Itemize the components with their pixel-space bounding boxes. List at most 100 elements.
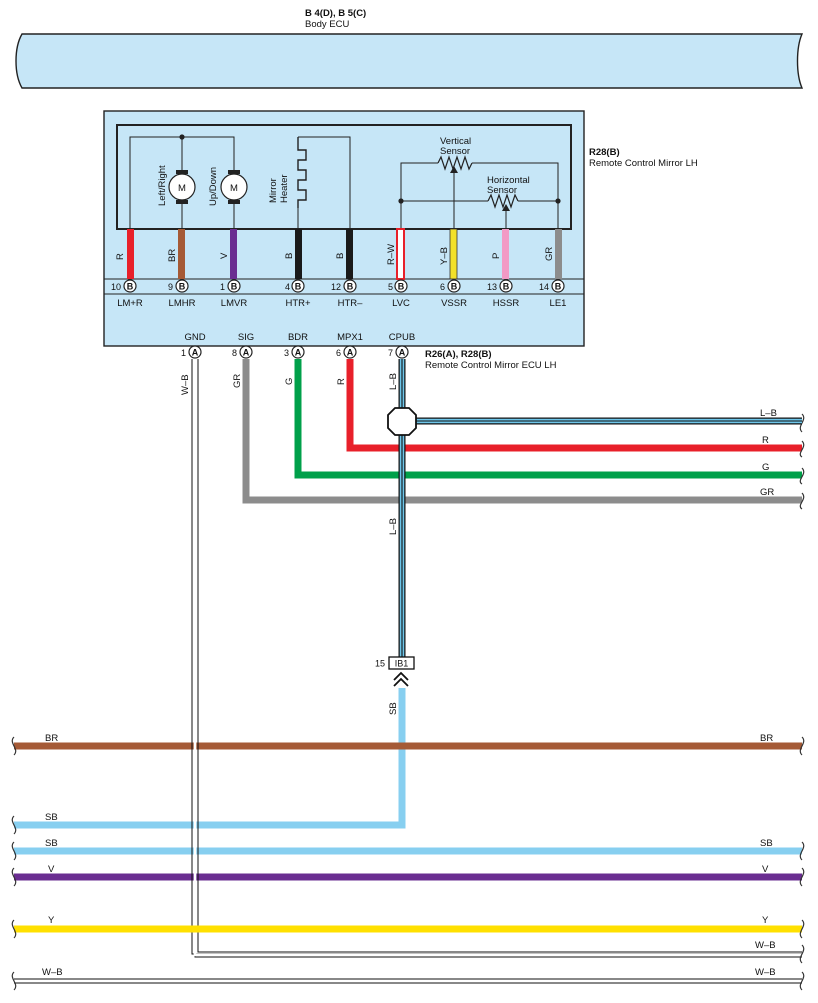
bus-label-g: G [762,462,769,473]
mirror-pin-wires [127,228,562,280]
wire-g-bdr [294,359,802,479]
ecu-pin-name: SIG [238,332,254,343]
pin-lmvr: 1 B LMVR [220,279,248,309]
ecu-pin-name: BDR [288,332,308,343]
bus-right-label: SB [760,838,773,849]
wire-label: BR [167,249,178,262]
wire-sb-ib1 [14,688,406,829]
pin-name: LE1 [550,298,567,309]
vertical-sensor-resistor [437,155,473,171]
wire-r-w [396,228,405,280]
pin-number: 9 [168,282,173,292]
wire-gr-sig [242,359,802,504]
bus-left-label: V [48,864,55,875]
motor-lr-symbol: M [178,183,186,194]
junction-dot [398,198,404,204]
motor-ud-label: Up/Down [208,167,219,206]
bus-right-ends [799,736,805,991]
pin-name: LMVR [221,298,248,309]
pin-connector: A [243,348,250,358]
body-ecu-bar [15,33,804,89]
pin-number: 8 [232,348,237,358]
wire-label: W–B [180,374,191,395]
wire-label: GR [232,374,243,388]
pin-number: 3 [284,348,289,358]
bus-label-lb: L–B [760,408,777,419]
pin-connector: B [503,282,510,292]
pin-number: 4 [285,282,290,292]
right-harness [242,359,802,504]
wire-gr [555,229,562,279]
pin-number: 7 [388,348,393,358]
wire-label: R [115,253,126,260]
bus-label-r: R [762,435,769,446]
horizontal-sensor-label-1: Horizontal [487,175,530,186]
bus-left-label: BR [45,733,58,744]
pin-connector: B [555,282,562,292]
harness-right-ends [799,413,805,510]
wire-b [295,229,302,279]
mirror-heater-element [297,137,307,208]
pin-number: 1 [220,282,225,292]
wire-r [127,229,134,279]
pin-number: 6 [440,282,445,292]
ib1-chevron-icon [393,671,409,681]
pin-number: 1 [181,348,186,358]
horizontal-sensor-label-2: Sensor [487,185,517,196]
bus-right-label: W–B [755,967,776,978]
body-ecu-name: Body ECU [305,19,349,30]
pin-name: LM+R [117,298,143,309]
motor-ud-symbol: M [230,183,238,194]
mirror-pin-row: 10 B LM+R 9 B LMHR 1 B LMVR 4 B HTR+ 12 … [111,279,567,309]
wire-label: GR [544,247,555,261]
pin-connector: A [347,348,354,358]
ib1-name: IB1 [395,659,409,669]
pin-connector: A [192,348,199,358]
wire-p [502,229,509,279]
pin-number: 6 [336,348,341,358]
bus-left-label: SB [45,812,58,823]
wire-label: V [219,252,230,259]
bus-left-label: SB [45,838,58,849]
body-ecu-code: B 4(D), B 5(C) [305,8,366,19]
pin-le1: 14 B LE1 [539,279,567,309]
vertical-sensor-label-1: Vertical [440,136,471,147]
wire-label: B [335,253,346,259]
pin-name: LVC [392,298,410,309]
vertical-sensor-wiper [450,166,458,173]
wire-label: R [336,378,347,385]
motor-left-right: M [168,170,196,204]
pin-lm-r: 10 B LM+R [111,279,143,309]
wire-y-b [449,228,458,280]
pin-name: HTR+ [285,298,311,309]
pin-number: 12 [331,282,341,292]
pin-lvc: 5 B LVC [388,279,410,309]
ib1-connector [388,656,415,670]
horizontal-sensor-resistor [487,193,519,209]
pin-connector: B [179,282,186,292]
wire-label: G [284,378,295,385]
mirror-code: R28(B) [589,147,620,158]
pin-name: VSSR [441,298,467,309]
wire-w-b-core [193,359,802,957]
pin-connector: B [347,282,354,292]
ib1-chevron-icon [393,677,409,687]
bus-left-label: Y [48,915,55,926]
mirror-name: Remote Control Mirror LH [589,158,698,169]
splice-point [387,407,417,436]
wire-label: L–B [388,518,399,535]
wire-label: SB [388,702,399,715]
wire-v [230,229,237,279]
bus-right-label: V [762,864,769,875]
bus-right-label: BR [760,733,773,744]
pin-connector: B [451,282,458,292]
pin-connector: B [398,282,405,292]
pin-vssr: 6 B VSSR [440,279,467,309]
junction-dot [555,198,561,204]
motor-lr-label: Left/Right [157,165,168,206]
vertical-sensor-label-2: Sensor [440,146,470,157]
pin-name: HTR– [338,298,364,309]
pin-number: 10 [111,282,121,292]
pin-connector: A [295,348,302,358]
